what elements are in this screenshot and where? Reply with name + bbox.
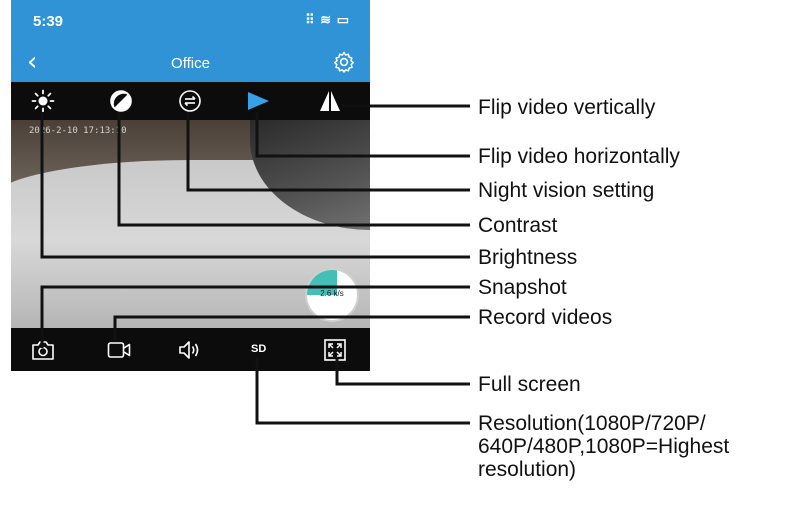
label-contrast: Contrast [478,214,558,237]
label-night-vision: Night vision setting [478,179,655,202]
contrast-icon[interactable] [108,88,134,114]
callout-line-record [113,315,470,340]
label-flip-horizontal: Flip video horizontally [478,145,680,168]
callout-line-fullscreen [335,357,470,386]
phone-screen: 5:39 ⠿ ≋ ▭ ‹ Office [11,0,370,371]
video-timestamp: 2026-2-10 17:13:10 [29,126,127,136]
status-time: 5:39 [33,13,64,30]
callout-line-brightness [40,112,470,259]
speaker-icon[interactable] [177,337,203,363]
flip-vertical-icon[interactable] [317,88,343,114]
speed-value: 2.6 k/s [320,289,344,298]
label-flip-vertical: Flip video vertically [478,96,656,119]
flip-horizontal-icon[interactable] [245,88,271,114]
bottom-toolbar: SD [11,328,370,371]
nav-bar: ‹ Office [11,44,370,82]
label-resolution: Resolution(1080P/720P/ 640P/480P,1080P=H… [478,412,730,481]
status-bar: 5:39 ⠿ ≋ ▭ [11,0,370,44]
status-system-icons: ⠿ ≋ ▭ [305,12,350,27]
label-fullscreen: Full screen [478,373,581,396]
callout-line-resolution [255,357,470,425]
label-brightness: Brightness [478,246,578,269]
label-record: Record videos [478,306,613,329]
gear-icon[interactable] [332,50,356,74]
brightness-icon[interactable] [30,88,56,114]
video-icon[interactable] [106,337,132,363]
page-title: Office [171,55,210,72]
callout-line-night-vision [186,112,470,192]
label-snapshot: Snapshot [478,276,567,299]
night-vision-icon[interactable] [177,88,203,114]
callout-line-contrast [117,112,470,227]
callout-line-snapshot [40,285,470,348]
speed-indicator: 2.6 k/s [307,270,357,320]
fullscreen-icon[interactable] [322,337,348,363]
top-toolbar [11,82,370,120]
resolution-button[interactable]: SD [251,343,267,355]
back-button[interactable]: ‹ [27,47,38,77]
callout-line-flip-horizontal [255,112,470,158]
